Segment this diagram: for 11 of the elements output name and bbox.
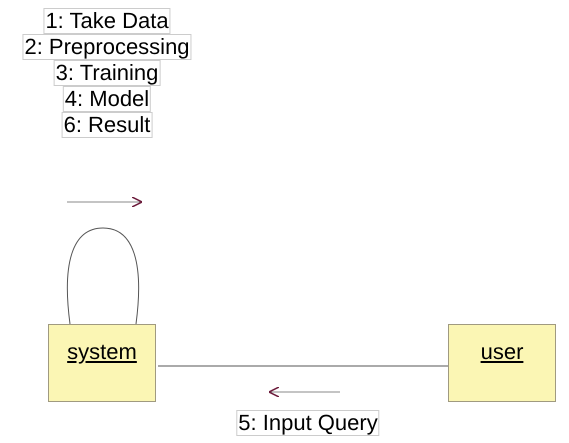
object-name: system <box>66 339 138 365</box>
object-box <box>448 324 556 402</box>
message-label: 2: Preprocessing <box>22 34 192 60</box>
message-label: 1: Take Data <box>43 8 171 34</box>
self-loop-link <box>66 228 140 324</box>
message-label: 3: Training <box>54 60 160 86</box>
message-label: 4: Model <box>62 86 152 112</box>
object-box <box>48 324 156 402</box>
object-name: user <box>480 339 524 365</box>
message-label: 6: Result <box>62 112 152 138</box>
message-label: 5: Input Query <box>236 410 380 436</box>
